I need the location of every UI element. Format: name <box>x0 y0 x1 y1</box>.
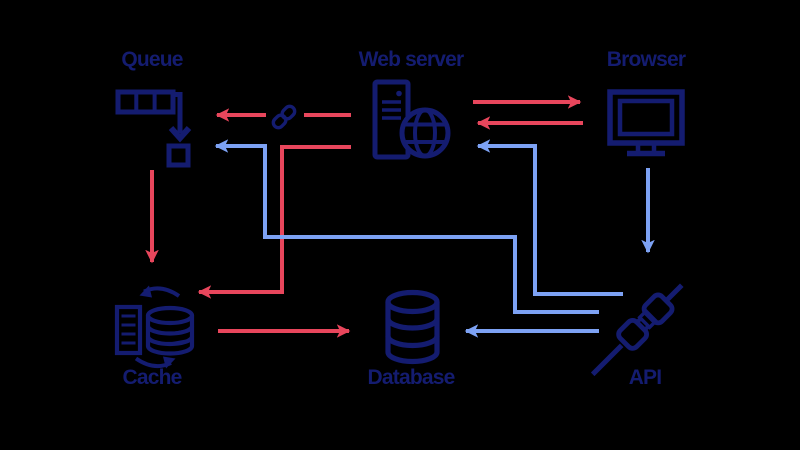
arrow-api-to-webserver <box>476 139 623 296</box>
globe-icon <box>399 107 451 159</box>
web-server-icon <box>372 79 451 160</box>
api-label: API <box>628 366 662 389</box>
blue-connections <box>214 139 655 338</box>
database-label: Database <box>367 366 456 389</box>
queue-icon <box>115 89 192 168</box>
arrow-webserver-to-cache <box>197 145 351 299</box>
sync-arrows-icon <box>134 285 181 369</box>
browser-icon <box>607 89 685 157</box>
api-icon <box>590 283 684 377</box>
cache-label: Cache <box>122 366 182 389</box>
web-server-label: Web server <box>358 48 465 71</box>
database-icon <box>385 289 440 365</box>
red-connections <box>145 95 583 338</box>
cache-icon <box>114 285 195 369</box>
browser-label: Browser <box>606 48 686 71</box>
link-icon <box>271 104 297 130</box>
queue-label: Queue <box>121 48 183 71</box>
arrow-api-to-queue <box>214 139 599 314</box>
